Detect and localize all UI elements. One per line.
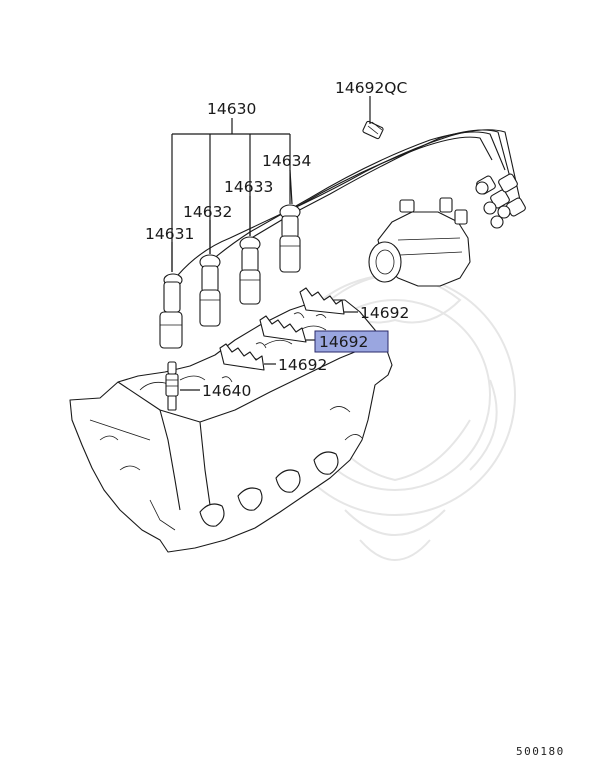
spark-plug-boot-14632 bbox=[199, 254, 221, 327]
distributor bbox=[368, 197, 471, 287]
wire-clip-14692qc bbox=[362, 120, 384, 140]
spark-plug-14640 bbox=[165, 361, 179, 411]
callout-14631[interactable]: 14631 bbox=[145, 225, 194, 243]
callout-14634[interactable]: 14634 bbox=[262, 152, 311, 170]
callout-14630[interactable]: 14630 bbox=[207, 100, 256, 118]
callout-14692-lower[interactable]: 14692 bbox=[278, 356, 327, 374]
callout-14640[interactable]: 14640 bbox=[202, 382, 251, 400]
wire-clip-14692-lower bbox=[219, 342, 267, 383]
callout-14692-selected[interactable]: 14692 bbox=[319, 333, 368, 351]
diagram-code: 500180 bbox=[516, 745, 565, 758]
callout-14692-top[interactable]: 14692 bbox=[360, 304, 409, 322]
leader-lines bbox=[171, 96, 371, 391]
wire-clip-14692-top bbox=[299, 287, 345, 319]
spark-plug-boot-14633 bbox=[239, 236, 261, 305]
callout-14633[interactable]: 14633 bbox=[224, 178, 273, 196]
callout-highlight bbox=[314, 330, 389, 353]
callout-14632[interactable]: 14632 bbox=[183, 203, 232, 221]
cylinder-head bbox=[69, 299, 393, 553]
spark-plug-boot-14634 bbox=[279, 204, 301, 273]
callout-14692qc[interactable]: 14692QC bbox=[335, 79, 407, 97]
spark-plug-boot-14631 bbox=[159, 273, 183, 349]
spark-plug-wire-bundle bbox=[177, 129, 526, 276]
wire-clip-14692-selected bbox=[259, 312, 307, 343]
